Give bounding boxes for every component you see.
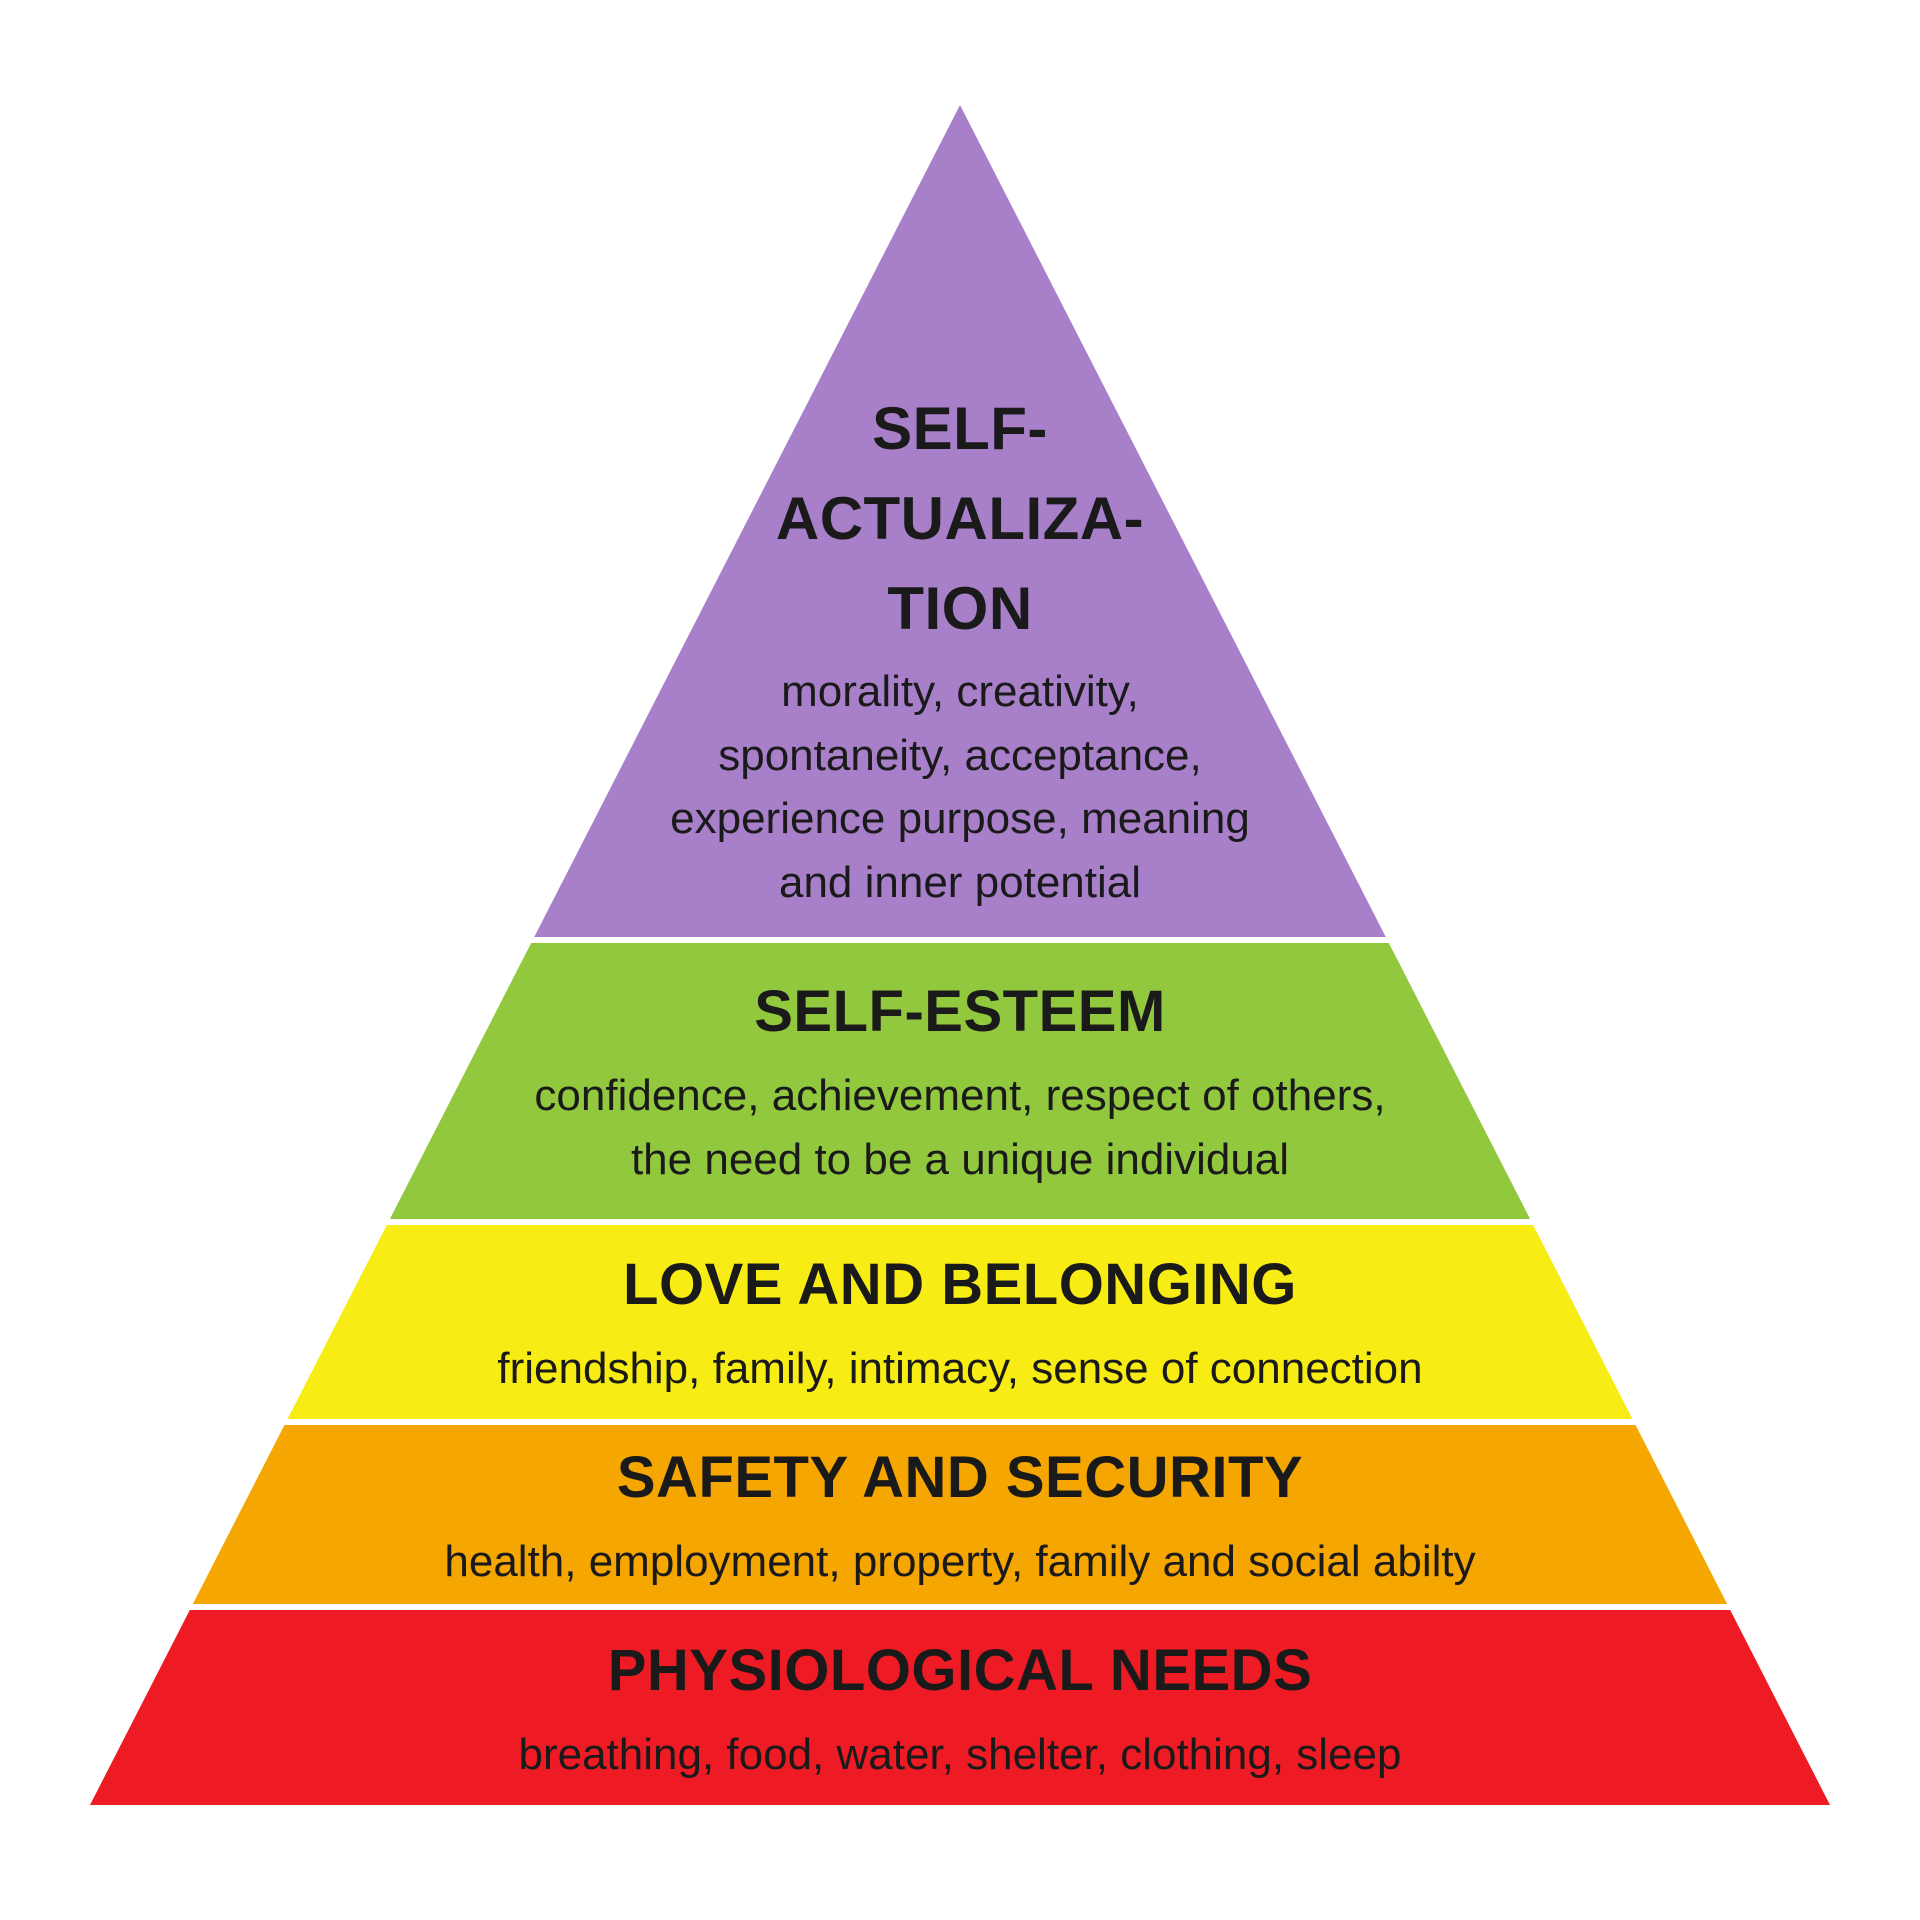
level-desc-line: and inner potential (778, 858, 1142, 908)
level-description: breathing, food, water, shelter, clothin… (518, 1723, 1401, 1787)
level-title: PHYSIOLOGICAL NEEDS (608, 1629, 1313, 1713)
level-description: morality, creativity, spontaneity, accep… (670, 660, 1250, 915)
level-description: health, employment, property, family and… (444, 1530, 1475, 1594)
level-title-line: LOVE AND BELONGING (623, 1252, 1297, 1318)
level-physiological-needs: PHYSIOLOGICAL NEEDS breathing, food, wat… (90, 1610, 1830, 1805)
level-title-line: TION (887, 574, 1033, 642)
level-title-line: SAFETY AND SECURITY (616, 1444, 1304, 1510)
level-desc-line: experience purpose, meaning (670, 794, 1250, 844)
level-description: confidence, achievement, respect of othe… (534, 1064, 1385, 1192)
level-description: friendship, family, intimacy, sense of c… (497, 1337, 1422, 1401)
level-love-and-belonging: LOVE AND BELONGING friendship, family, i… (90, 1225, 1830, 1419)
level-desc-line: confidence, achievement, respect of othe… (534, 1071, 1386, 1121)
level-desc-line: health, employment, property, family and… (444, 1536, 1476, 1586)
level-desc-line: breathing, food, water, shelter, clothin… (518, 1729, 1402, 1779)
level-desc-line: friendship, family, intimacy, sense of c… (497, 1344, 1423, 1394)
level-desc-line: the need to be a unique individual (630, 1135, 1290, 1185)
level-safety-and-security: SAFETY AND SECURITY health, employment, … (90, 1425, 1830, 1604)
level-title: SAFETY AND SECURITY (617, 1436, 1303, 1520)
level-title-line: PHYSIOLOGICAL NEEDS (607, 1637, 1313, 1703)
level-self-esteem: SELF-ESTEEM confidence, achievement, res… (90, 943, 1830, 1219)
level-title-line: SELF- (872, 394, 1048, 462)
level-title: SELF- ACTUALIZA- TION (776, 384, 1144, 654)
level-desc-line: morality, creativity, (781, 666, 1139, 716)
level-title: LOVE AND BELONGING (623, 1243, 1297, 1327)
level-title-line: ACTUALIZA- (775, 484, 1145, 552)
level-title-line: SELF-ESTEEM (754, 979, 1166, 1045)
level-desc-line: spontaneity, acceptance, (718, 730, 1202, 780)
maslow-pyramid: SELF- ACTUALIZA- TION morality, creativi… (90, 105, 1830, 1805)
level-title: SELF-ESTEEM (754, 970, 1166, 1054)
level-self-actualization: SELF- ACTUALIZA- TION morality, creativi… (90, 105, 1830, 937)
